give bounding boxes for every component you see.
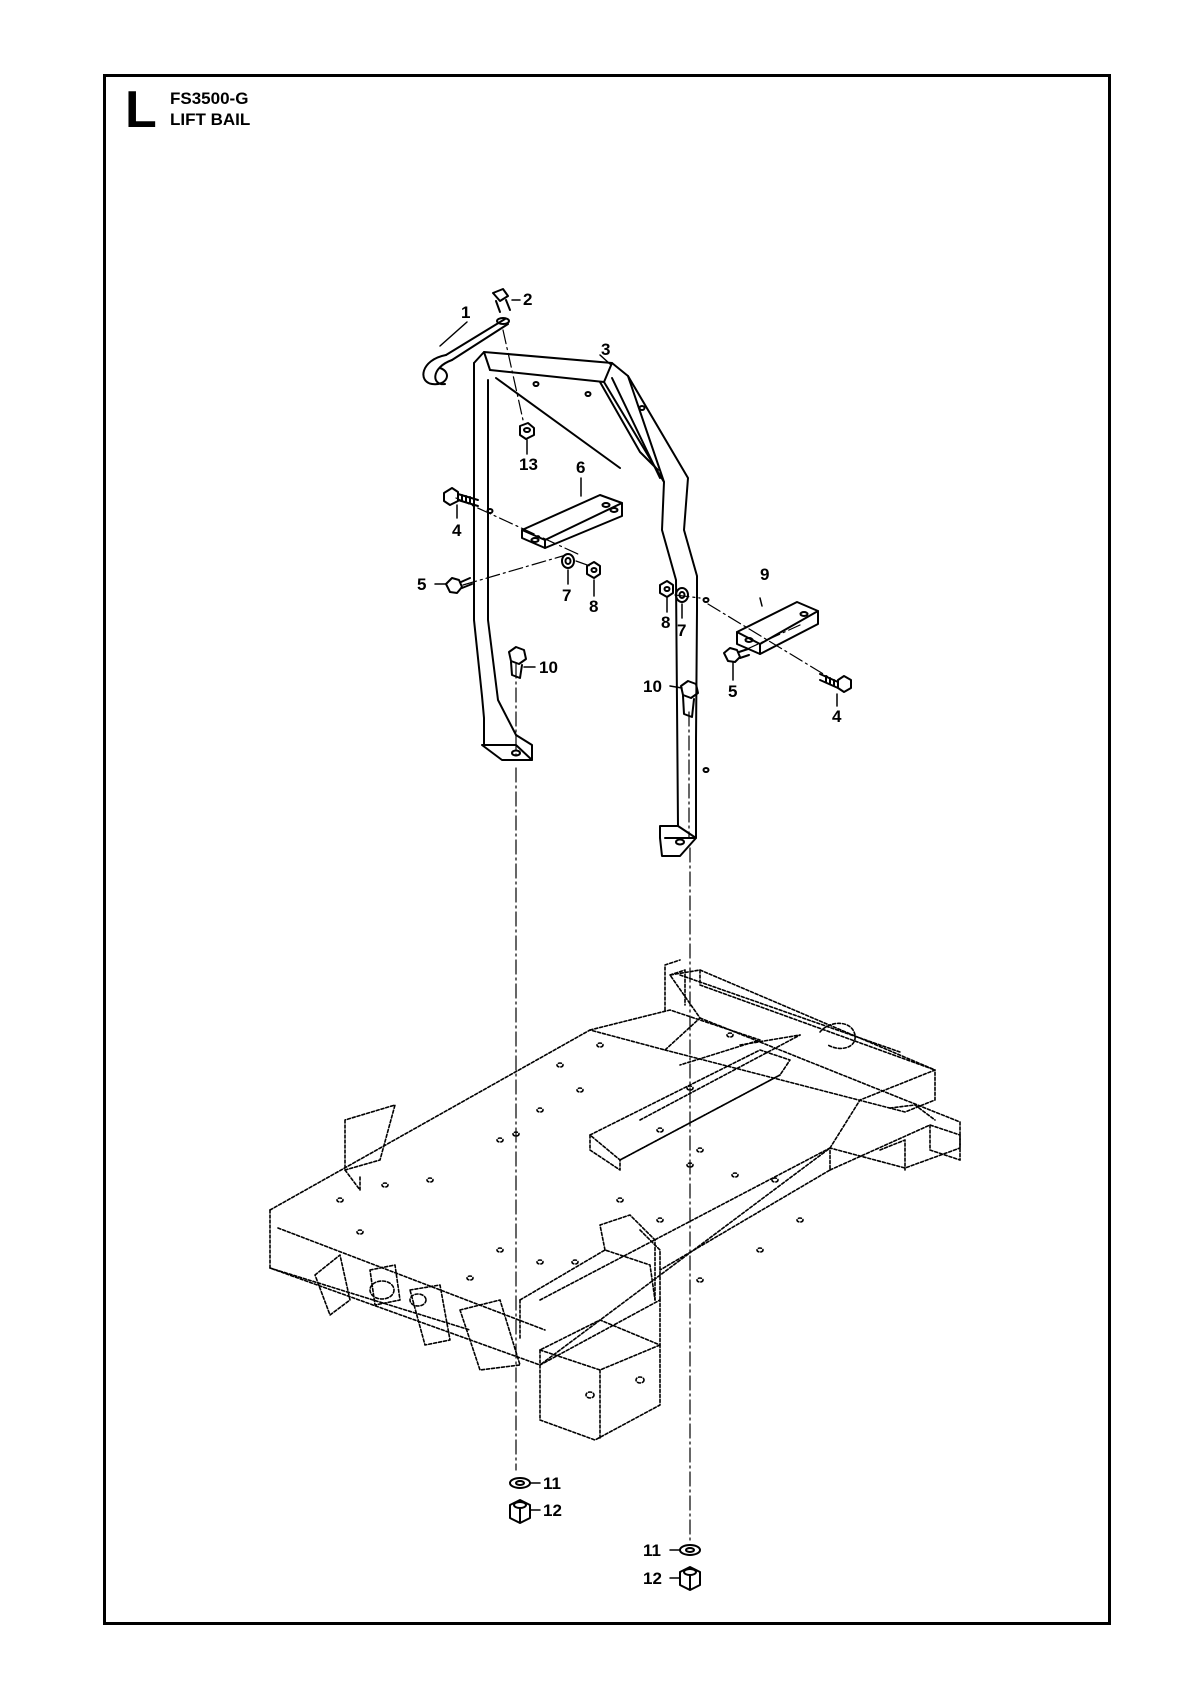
callout-2: 2 (523, 290, 532, 309)
callout-10-left: 10 (539, 658, 558, 677)
lift-bail-frame (473, 351, 710, 857)
callout-5-left: 5 (417, 575, 426, 594)
assembly-lines (455, 329, 831, 1541)
callout-7-right: 7 (677, 621, 686, 640)
bracket-part-6 (521, 494, 623, 549)
nut-part-13 (519, 422, 535, 440)
washer-part-11-right (679, 1544, 701, 1556)
callout-11-right: 11 (643, 1541, 661, 1560)
callout-4-left: 4 (452, 521, 462, 540)
callout-5-right: 5 (728, 682, 737, 701)
callout-1: 1 (461, 303, 470, 322)
callout-9: 9 (760, 565, 769, 584)
callout-12-left: 12 (543, 1501, 562, 1520)
callout-11-left: 11 (543, 1474, 561, 1493)
bolt-part-10-left (508, 646, 527, 679)
callout-3: 3 (601, 340, 610, 359)
washer-part-11-left (509, 1477, 531, 1489)
callout-12-right: 12 (643, 1569, 662, 1588)
locknut-part-12-right (679, 1566, 701, 1591)
nut-part-8-right (659, 580, 674, 598)
diagram-frame (103, 74, 1111, 1625)
bolt-part-4-left (443, 487, 479, 507)
locknut-part-12-left (509, 1499, 531, 1524)
chassis-frame (269, 959, 961, 1441)
callout-6: 6 (576, 458, 585, 477)
callout-13: 13 (519, 455, 538, 474)
washer-part-7-left (561, 553, 575, 569)
callout-10-right: 10 (643, 677, 662, 696)
bracket-part-9 (736, 601, 819, 655)
section-letter: L (125, 81, 157, 139)
hitch-pin-clip (422, 317, 510, 386)
diagram-title: LIFT BAIL (170, 110, 251, 129)
callout-labels: 1 2 3 13 6 4 5 7 8 8 7 9 10 10 5 4 11 12… (417, 290, 842, 1588)
callout-8-right: 8 (661, 613, 670, 632)
model-number: FS3500-G (170, 89, 249, 108)
callout-8-left: 8 (589, 597, 598, 616)
callout-leaders (434, 299, 838, 1579)
bolt-part-10-right (680, 680, 699, 718)
bolt-part-5-left (445, 577, 473, 594)
bolt-part-4-right (819, 673, 852, 693)
callout-7-left: 7 (562, 586, 571, 605)
nut-part-8-left (586, 561, 601, 579)
bolt-part-2 (492, 288, 511, 313)
callout-4-right: 4 (832, 707, 842, 726)
